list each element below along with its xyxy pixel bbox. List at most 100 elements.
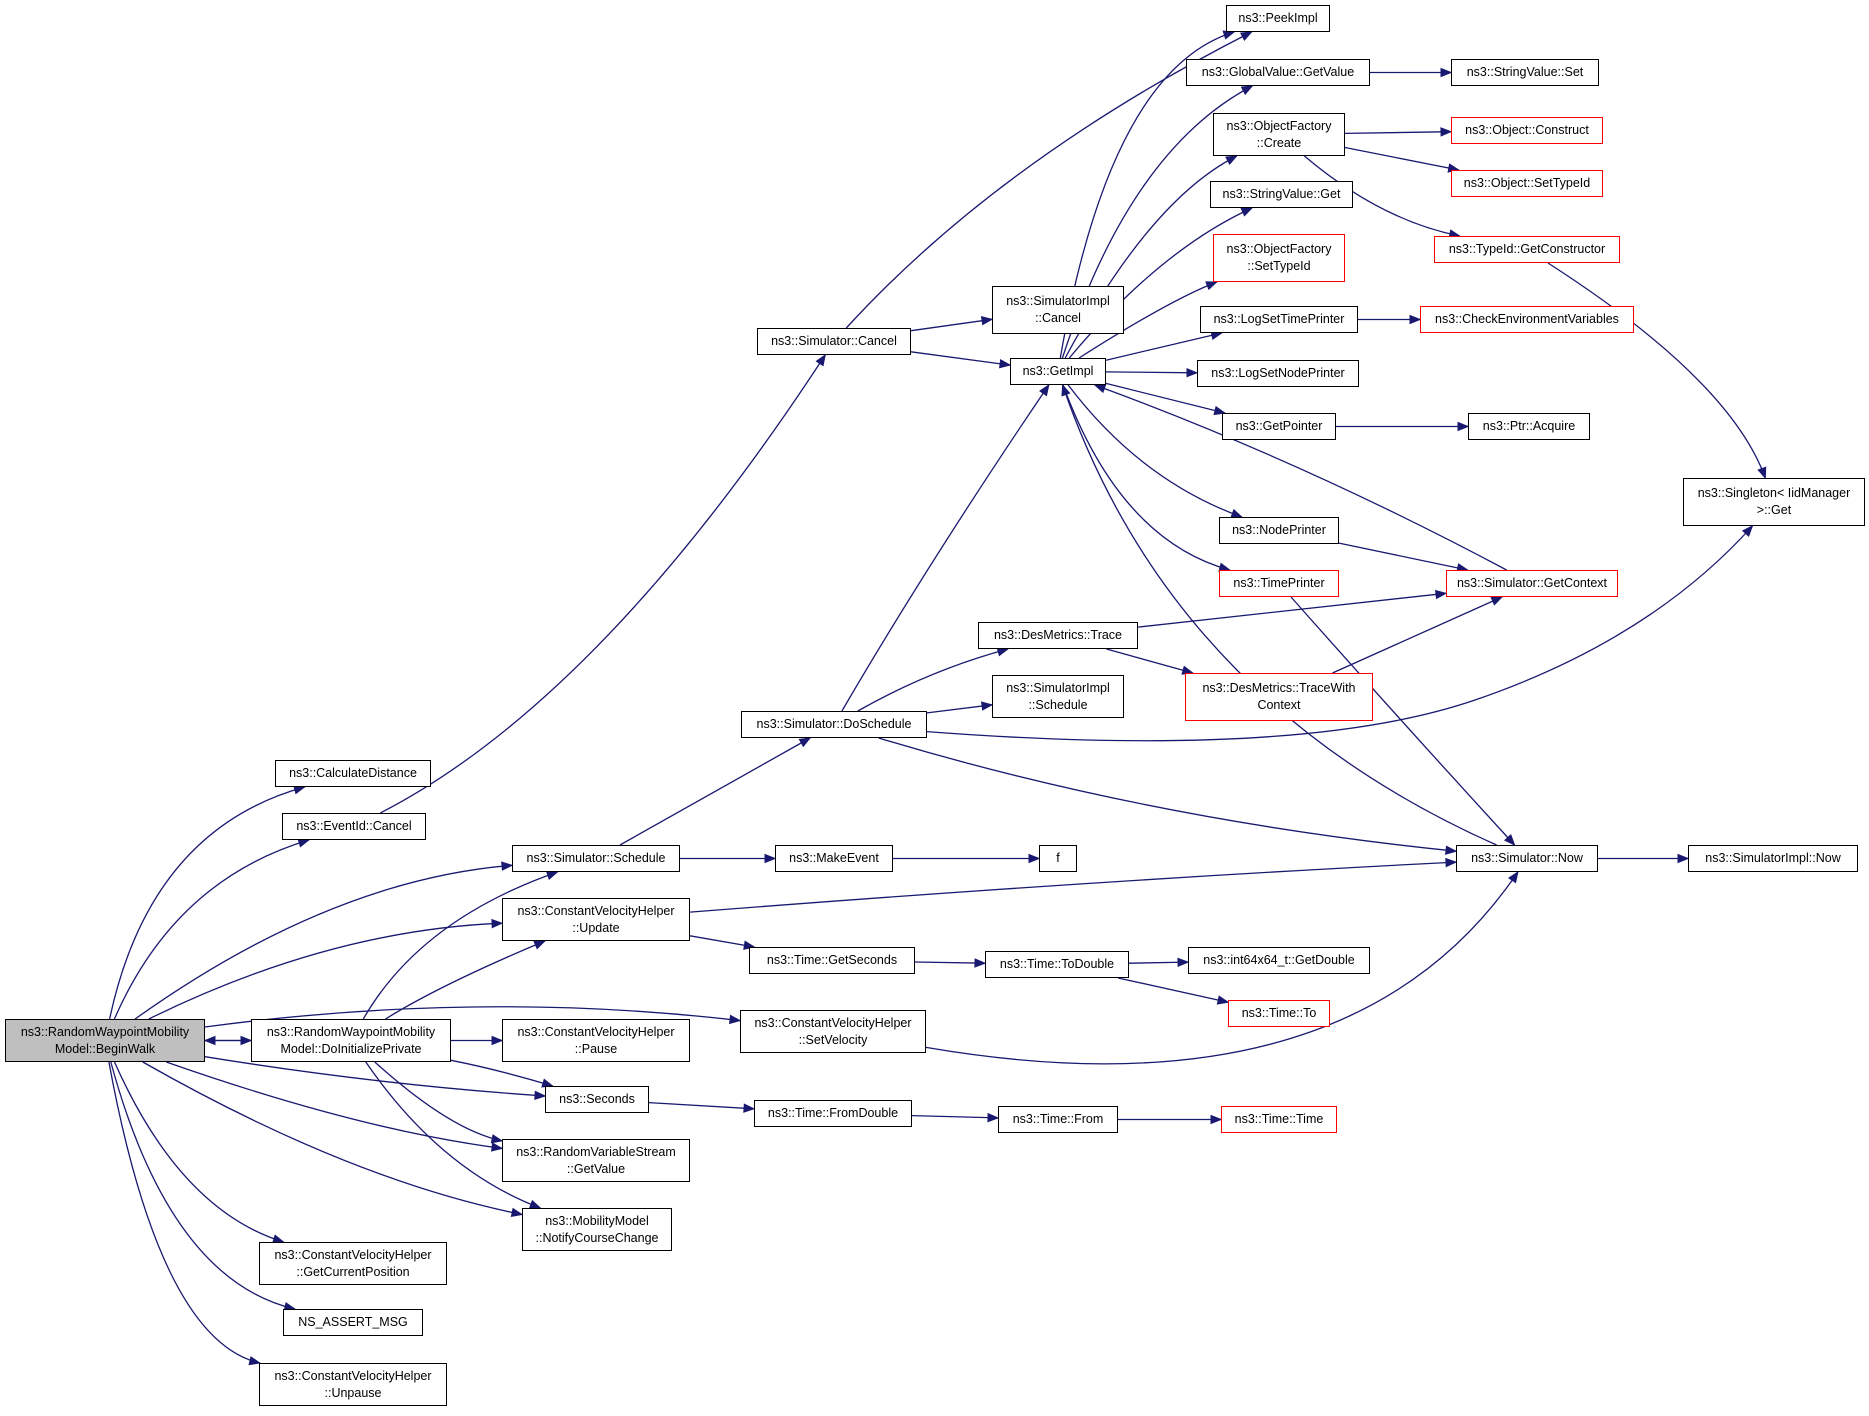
edge-doinit-to-sched xyxy=(362,871,558,1020)
arrowhead-simcancel-to-getimpl xyxy=(999,358,1012,369)
arrowhead-getimpl-to-gvget xyxy=(1240,85,1254,96)
node-todouble[interactable]: ns3::Time::ToDouble xyxy=(985,951,1129,978)
node-nodeprn[interactable]: ns3::NodePrinter xyxy=(1219,517,1339,544)
node-notify[interactable]: ns3::MobilityModel ::NotifyCourseChange xyxy=(522,1208,672,1251)
edge-begin-to-cvupdate xyxy=(148,922,503,1020)
node-getimpl[interactable]: ns3::GetImpl xyxy=(1010,358,1106,385)
arrowhead-now-to-getimpl xyxy=(1061,383,1071,397)
edge-getimpl-to-logtime xyxy=(1105,332,1222,361)
edge-getctx-to-getimpl xyxy=(1094,384,1507,571)
arrowhead-logtime-to-checkenv xyxy=(1409,314,1422,325)
arrowhead-doschedule-to-getimpl xyxy=(1039,383,1050,397)
edge-getimpl-to-ofset xyxy=(1078,281,1217,359)
node-sched[interactable]: ns3::Simulator::Schedule xyxy=(512,845,680,872)
arrowhead-begin-to-evcancel xyxy=(297,838,311,848)
edge-dmtrace-to-getctx xyxy=(1137,592,1447,628)
node-ofset[interactable]: ns3::ObjectFactory ::SetTypeId xyxy=(1213,234,1345,282)
edge-simcancel-to-getimpl xyxy=(910,351,1011,366)
node-implcancel[interactable]: ns3::SimulatorImpl ::Cancel xyxy=(992,286,1124,334)
node-doinit[interactable]: ns3::RandomWaypointMobility Model::DoIni… xyxy=(251,1019,451,1062)
node-rvsget[interactable]: ns3::RandomVariableStream ::GetValue xyxy=(502,1139,690,1182)
node-getctor[interactable]: ns3::TypeId::GetConstructor xyxy=(1434,236,1620,263)
node-seconds[interactable]: ns3::Seconds xyxy=(545,1086,649,1113)
arrowhead-simcancel-to-implcancel xyxy=(980,316,994,326)
node-cvupdate[interactable]: ns3::ConstantVelocityHelper ::Update xyxy=(502,898,690,941)
arrowhead-tracectx-to-getctx xyxy=(1490,596,1504,606)
arrowhead-doinit-to-rvsget xyxy=(490,1134,504,1144)
node-now[interactable]: ns3::Simulator::Now xyxy=(1456,845,1598,872)
edge-begin-to-cvunpause xyxy=(108,1061,260,1364)
edge-todouble-to-timeto xyxy=(1118,977,1229,1003)
node-from[interactable]: ns3::Time::From xyxy=(998,1106,1118,1133)
node-f[interactable]: f xyxy=(1039,845,1077,872)
edge-dmtrace-to-tracectx xyxy=(1106,648,1193,674)
node-time[interactable]: ns3::Time::Time xyxy=(1221,1106,1337,1133)
node-implsched[interactable]: ns3::SimulatorImpl ::Schedule xyxy=(992,675,1124,718)
arrowhead-now-to-implnow xyxy=(1677,853,1690,864)
edge-doinit-to-notify xyxy=(365,1061,541,1209)
node-timeprn[interactable]: ns3::TimePrinter xyxy=(1219,570,1339,597)
arrowhead-doinit-to-cvupdate xyxy=(533,940,547,950)
arrowhead-from-to-time xyxy=(1210,1114,1223,1125)
edge-getimpl-to-nodeprn xyxy=(1067,384,1243,518)
edge-begin-to-nsassert xyxy=(110,1061,296,1310)
node-peek[interactable]: ns3::PeekImpl xyxy=(1226,5,1330,32)
edge-getimpl-to-timeprn xyxy=(1062,384,1230,571)
arrowhead-begin-to-cvupdate xyxy=(491,918,504,929)
node-getptr[interactable]: ns3::GetPointer xyxy=(1222,413,1336,440)
edge-doschedule-to-getimpl xyxy=(841,384,1050,712)
node-cvpause[interactable]: ns3::ConstantVelocityHelper ::Pause xyxy=(502,1019,690,1062)
node-checkenv[interactable]: ns3::CheckEnvironmentVariables xyxy=(1420,306,1634,333)
arrowhead-timeprn-to-now xyxy=(1504,834,1516,846)
edge-doinit-to-rvsget xyxy=(374,1061,503,1142)
edge-begin-to-rvsget xyxy=(166,1061,503,1150)
arrowhead-evcancel-to-simcancel xyxy=(815,353,826,367)
node-gvget[interactable]: ns3::GlobalValue::GetValue xyxy=(1186,59,1370,86)
edge-fromdouble-to-from xyxy=(911,1114,999,1119)
arrowhead-fromdouble-to-from xyxy=(987,1112,1000,1123)
node-timeto[interactable]: ns3::Time::To xyxy=(1228,1000,1330,1027)
node-svset[interactable]: ns3::StringValue::Set xyxy=(1451,59,1599,86)
edge-cvupdate-to-now xyxy=(689,861,1457,913)
node-i64[interactable]: ns3::int64x64_t::GetDouble xyxy=(1188,947,1370,974)
node-logtime[interactable]: ns3::LogSetTimePrinter xyxy=(1200,306,1358,333)
node-fromdouble[interactable]: ns3::Time::FromDouble xyxy=(754,1100,912,1127)
node-objcons[interactable]: ns3::Object::Construct xyxy=(1451,117,1603,144)
edge-simcancel-to-implcancel xyxy=(910,318,993,332)
node-tracectx[interactable]: ns3::DesMetrics::TraceWith Context xyxy=(1185,673,1373,721)
node-lognode[interactable]: ns3::LogSetNodePrinter xyxy=(1197,360,1359,387)
arrowhead-getimpl-to-peek xyxy=(1222,30,1236,40)
node-evcancel[interactable]: ns3::EventId::Cancel xyxy=(282,813,426,840)
arrowhead-getimpl-to-getptr xyxy=(1213,405,1227,416)
edge-timeprn-to-now xyxy=(1290,596,1516,846)
node-simcancel[interactable]: ns3::Simulator::Cancel xyxy=(757,328,911,355)
node-ofcreate[interactable]: ns3::ObjectFactory ::Create xyxy=(1213,113,1345,156)
node-cvgetpos[interactable]: ns3::ConstantVelocityHelper ::GetCurrent… xyxy=(259,1242,447,1285)
node-makeevent[interactable]: ns3::MakeEvent xyxy=(775,845,893,872)
edge-doschedule-to-now xyxy=(878,737,1457,852)
arrowhead-doinit-to-sched xyxy=(545,870,559,880)
edge-getseconds-to-todouble xyxy=(914,961,986,964)
node-setvel[interactable]: ns3::ConstantVelocityHelper ::SetVelocit… xyxy=(740,1010,926,1053)
edge-begin-to-evcancel xyxy=(113,839,309,1020)
node-nsassert[interactable]: NS_ASSERT_MSG xyxy=(283,1309,423,1336)
node-getctx[interactable]: ns3::Simulator::GetContext xyxy=(1446,570,1618,597)
node-doschedule[interactable]: ns3::Simulator::DoSchedule xyxy=(741,711,927,738)
edge-begin-to-notify xyxy=(142,1061,523,1216)
node-cvunpause[interactable]: ns3::ConstantVelocityHelper ::Unpause xyxy=(259,1363,447,1406)
node-objset[interactable]: ns3::Object::SetTypeId xyxy=(1451,170,1603,197)
edge-setvel-to-now xyxy=(925,871,1519,1065)
node-dmtrace[interactable]: ns3::DesMetrics::Trace xyxy=(978,622,1138,649)
node-singleton[interactable]: ns3::Singleton< IidManager >::Get xyxy=(1683,478,1865,526)
node-svget[interactable]: ns3::StringValue::Get xyxy=(1210,181,1353,208)
arrowhead-begin-to-setvel xyxy=(729,1014,742,1025)
node-getseconds[interactable]: ns3::Time::GetSeconds xyxy=(749,947,915,974)
node-calcdist[interactable]: ns3::CalculateDistance xyxy=(275,760,431,787)
node-implnow[interactable]: ns3::SimulatorImpl::Now xyxy=(1688,845,1858,872)
arrowhead-getimpl-to-lognode xyxy=(1186,367,1199,378)
edge-cvupdate-to-getseconds xyxy=(689,935,755,948)
edge-doschedule-to-singleton xyxy=(926,525,1753,742)
node-acquire[interactable]: ns3::Ptr::Acquire xyxy=(1468,413,1590,440)
arrowhead-begin-to-rvsget xyxy=(491,1142,504,1152)
